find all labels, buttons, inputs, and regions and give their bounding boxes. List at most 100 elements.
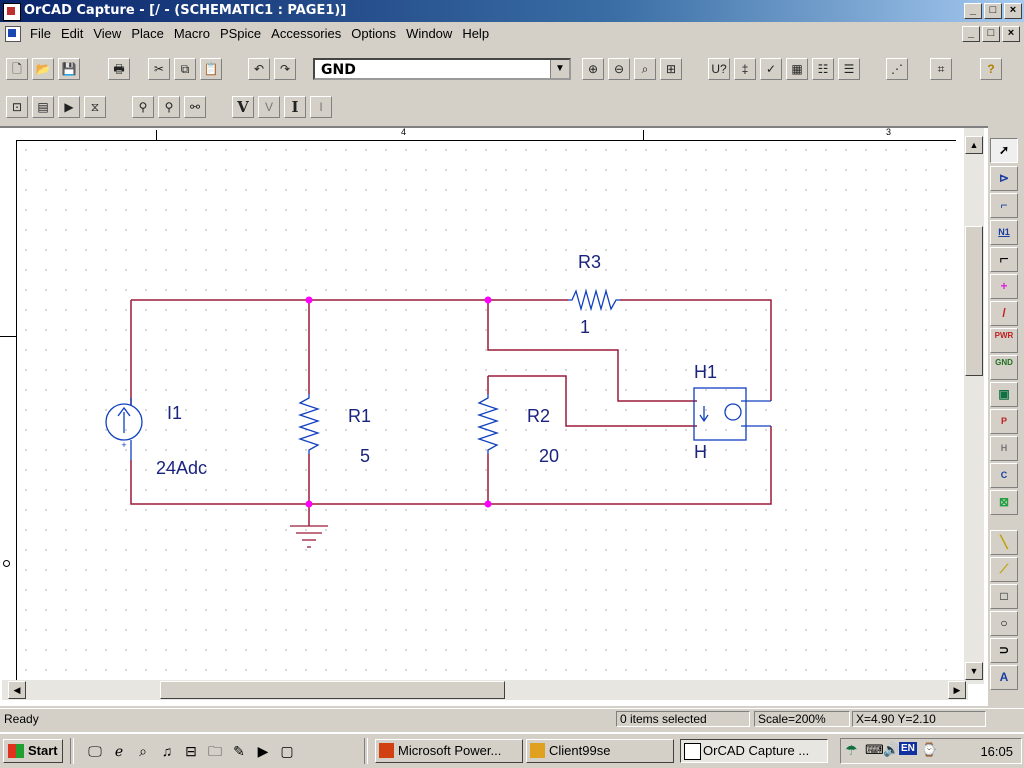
edit-simulation-settings-icon[interactable]: ▤ [32,96,54,118]
menu-edit[interactable]: Edit [60,26,84,41]
i1-value-label[interactable]: 24Adc [156,458,207,478]
menu-macro[interactable]: Macro [173,26,210,41]
media-player-icon[interactable]: ▶ [257,743,269,759]
place-hierarchical-block-icon[interactable]: ▣ [990,382,1018,407]
menu-pspice[interactable]: PSpice [219,26,262,41]
place-bus-entry-icon[interactable]: / [990,301,1018,326]
cross-reference-icon[interactable]: ☷ [812,58,834,80]
device-tray-icon[interactable]: ⌨ [865,742,884,757]
network-tray-icon[interactable]: ☂ [845,742,858,758]
doc-close-button[interactable]: × [1002,26,1020,42]
task-orcad-capture[interactable]: OrCAD Capture ... [680,739,828,763]
paste-icon[interactable]: 📋 [200,58,222,80]
vertical-scrollbar[interactable]: ▲ ▼ [964,128,984,684]
document-icon[interactable] [5,26,21,42]
network-icon[interactable]: ⊟ [185,743,197,759]
r1-value-label[interactable]: 5 [360,446,370,466]
annotate-icon[interactable]: U? [708,58,730,80]
scroll-right-icon[interactable]: ▶ [948,681,966,699]
ground-symbol[interactable] [290,525,328,548]
scheduler-tray-icon[interactable]: ⌚ [921,742,938,757]
horizontal-scroll-thumb[interactable] [160,681,505,699]
zoom-in-icon[interactable]: ⊕ [582,58,604,80]
r3-value-label[interactable]: 1 [580,317,590,337]
resistor-r3-symbol[interactable] [568,288,620,312]
back-annotate-icon[interactable]: ‡ [734,58,756,80]
combo-arrow-icon[interactable]: ▼ [550,60,569,78]
menu-help[interactable]: Help [462,26,490,41]
place-ground-icon[interactable]: GND [990,355,1018,380]
place-off-page-connector-icon[interactable]: C [990,463,1018,488]
resistor-r1-symbol[interactable] [297,394,321,454]
menu-place[interactable]: Place [131,26,164,41]
r2-value-label[interactable]: 20 [539,446,559,466]
i1-ref-label[interactable]: I1 [167,403,182,423]
schematic-drawing[interactable]: + R3 1 I1 24Adc R1 5 R2 20 H1 H [16,140,964,690]
internet-explorer-icon[interactable]: ℯ [114,743,124,759]
h1-value-label[interactable]: H [694,442,707,462]
view-simulation-results-icon[interactable]: ⧖ [84,96,106,118]
bill-of-materials-icon[interactable]: ☰ [838,58,860,80]
place-wire-icon[interactable]: ⌐ [990,193,1018,218]
scroll-left-icon[interactable]: ◀ [8,681,26,699]
maximize-button[interactable]: □ [984,3,1002,19]
print-icon[interactable]: 🖶 [108,58,130,80]
r1-ref-label[interactable]: R1 [348,406,371,426]
r3-ref-label[interactable]: R3 [578,252,601,272]
voltage-toggle-icon[interactable]: V [258,96,280,118]
r2-ref-label[interactable]: R2 [527,406,550,426]
place-no-connect-icon[interactable]: ⊠ [990,490,1018,515]
resistor-r2-symbol[interactable] [476,394,500,454]
place-junction-icon[interactable]: + [990,274,1018,299]
paint-icon[interactable]: ✎ [233,743,245,759]
place-arc-icon[interactable]: ⊃ [990,638,1018,663]
utility-icon[interactable]: ▢ [280,743,294,759]
netlist-icon[interactable]: ▦ [786,58,808,80]
cut-icon[interactable]: ✂ [148,58,170,80]
current-toggle-icon[interactable]: I [310,96,332,118]
new-icon[interactable]: 🗋 [6,58,28,80]
zoom-out-icon[interactable]: ⊖ [608,58,630,80]
menu-options[interactable]: Options [351,26,397,41]
menu-view[interactable]: View [93,26,122,41]
menu-file[interactable]: File [30,26,51,41]
search-icon[interactable]: ⌕ [139,743,147,759]
horizontal-scrollbar[interactable]: ◀ ▶ [2,680,968,700]
show-desktop-icon[interactable]: 🖵 [88,743,102,759]
bias-current-display-icon[interactable]: I [284,96,306,118]
place-net-alias-icon[interactable]: N1 [990,220,1018,245]
close-button[interactable]: × [1004,3,1022,19]
select-tool-icon[interactable]: ➚ [990,138,1018,163]
place-rectangle-icon[interactable]: □ [990,584,1018,609]
start-button[interactable]: Start [3,739,63,763]
doc-minimize-button[interactable]: _ [962,26,980,42]
place-power-icon[interactable]: PWR [990,328,1018,353]
menu-window[interactable]: Window [406,26,453,41]
vertical-scroll-thumb[interactable] [965,226,983,376]
new-simulation-profile-icon[interactable]: ⊡ [6,96,28,118]
volume-tray-icon[interactable]: 🔊 [883,742,900,757]
copy-icon[interactable]: ⧉ [174,58,196,80]
place-bus-icon[interactable]: ⌐ [990,247,1018,272]
doc-restore-button[interactable]: □ [982,26,1000,42]
place-text-icon[interactable]: A [990,665,1018,690]
task-microsoft-powerpoint[interactable]: Microsoft Power... [375,739,523,763]
bias-voltage-display-icon[interactable]: V [232,96,254,118]
zoom-area-icon[interactable]: ⌕ [634,58,656,80]
zoom-all-icon[interactable]: ⊞ [660,58,682,80]
ccvs-h1-symbol[interactable] [693,387,771,441]
undo-icon[interactable]: ↶ [248,58,270,80]
place-port-icon[interactable]: P [990,409,1018,434]
place-line-icon[interactable]: ╲ [990,530,1018,555]
orcad-app-icon[interactable] [3,3,21,21]
folder-icon[interactable]: 🗀 [208,743,222,759]
project-manager-icon[interactable]: ⌗ [930,58,952,80]
clock[interactable]: 16:05 [980,744,1013,759]
place-polyline-icon[interactable]: ⟋ [990,557,1018,582]
minimize-button[interactable]: _ [964,3,982,19]
help-icon[interactable]: ? [980,58,1002,80]
save-icon[interactable]: 💾 [58,58,80,80]
task-client99se[interactable]: Client99se [526,739,674,763]
redo-icon[interactable]: ↷ [274,58,296,80]
schematic-canvas[interactable]: 4 3 [0,126,988,706]
